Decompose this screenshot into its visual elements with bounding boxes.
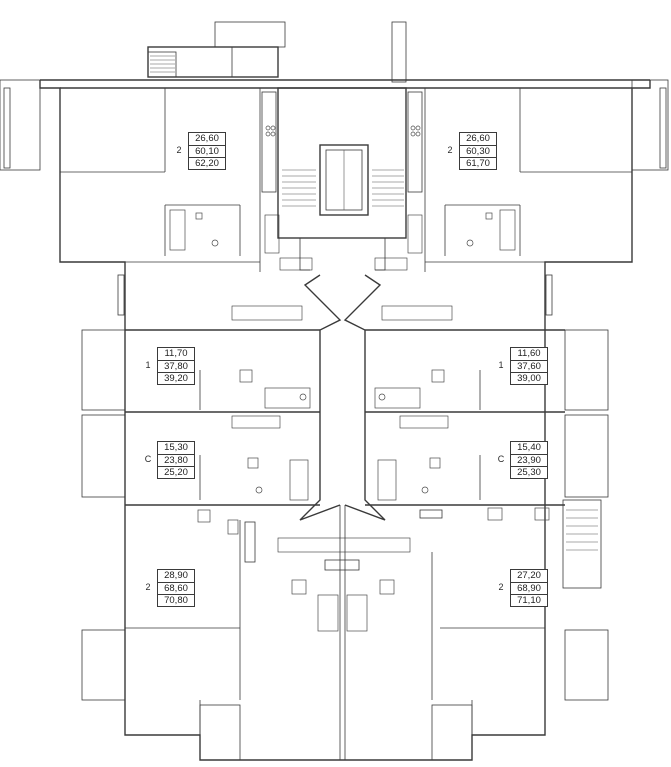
right-middle-walls: [365, 274, 609, 589]
living-area: 28,90: [164, 570, 188, 581]
room-count: 1: [498, 360, 504, 370]
total-area: 23,80: [158, 454, 194, 467]
living-area: 27,20: [517, 570, 541, 581]
apartment-label: 2 28,90 68,60 70,80: [141, 569, 197, 607]
area-box: 26,60 60,10 62,20: [188, 132, 226, 170]
area-box: 15,40 23,90 25,30: [510, 441, 548, 479]
total-area: 68,60: [158, 582, 194, 595]
area-box: 15,30 23,80 25,20: [157, 441, 195, 479]
living-area: 15,30: [164, 442, 188, 453]
corridor: [299, 274, 386, 760]
apt-top-right-walls: [407, 88, 632, 272]
apartment-label: 2 27,20 68,90 71,10: [494, 569, 550, 607]
living-area: 26,60: [466, 133, 490, 144]
room-count: 2: [498, 582, 504, 592]
room-count: 2: [176, 145, 182, 155]
room-count: 2: [145, 582, 151, 592]
apartment-label: 1 11,70 37,80 39,20: [141, 347, 197, 385]
left-middle-walls: [81, 262, 320, 506]
area-with-balcony: 70,80: [164, 595, 188, 606]
apartment-label: 2 26,60 60,30 61,70: [443, 132, 499, 170]
area-with-balcony: 25,30: [517, 467, 541, 478]
room-count: С: [144, 454, 152, 464]
room-count: С: [497, 454, 505, 464]
stair-flight-right: [372, 169, 404, 207]
area-box: 27,20 68,90 71,10: [510, 569, 548, 607]
apartment-label: 1 11,60 37,60 39,00: [494, 347, 550, 385]
area-with-balcony: 25,20: [164, 467, 188, 478]
room-count: 1: [145, 360, 151, 370]
area-with-balcony: 61,70: [466, 158, 490, 169]
area-box: 28,90 68,60 70,80: [157, 569, 195, 607]
area-box: 26,60 60,30 61,70: [459, 132, 497, 170]
vent-shafts: [231, 214, 453, 553]
living-area: 11,60: [517, 348, 541, 359]
total-area: 60,30: [460, 145, 496, 158]
living-area: 26,60: [195, 133, 219, 144]
area-box: 11,60 37,60 39,00: [510, 347, 548, 385]
apartment-label: С 15,40 23,90 25,30: [494, 441, 550, 479]
apt-top-left-walls: [60, 88, 277, 272]
area-box: 11,70 37,80 39,20: [157, 347, 195, 385]
living-area: 11,70: [164, 348, 188, 359]
total-area: 60,10: [189, 145, 225, 158]
living-area: 15,40: [517, 442, 541, 453]
stair-flight-left: [282, 169, 316, 207]
apartment-label: 2 26,60 60,10 62,20: [172, 132, 228, 170]
area-with-balcony: 39,00: [517, 373, 541, 384]
stair-core: [277, 87, 407, 271]
total-area: 37,60: [511, 360, 547, 373]
area-with-balcony: 39,20: [164, 373, 188, 384]
total-area: 23,90: [511, 454, 547, 467]
bottom-walls: [81, 509, 609, 761]
total-area: 37,80: [158, 360, 194, 373]
outer-walls: [0, 79, 669, 761]
apartment-label: С 15,30 23,80 25,20: [141, 441, 197, 479]
top-terrace: [147, 21, 407, 83]
total-area: 68,90: [511, 582, 547, 595]
area-with-balcony: 62,20: [195, 158, 219, 169]
area-with-balcony: 71,10: [517, 595, 541, 606]
room-count: 2: [447, 145, 453, 155]
